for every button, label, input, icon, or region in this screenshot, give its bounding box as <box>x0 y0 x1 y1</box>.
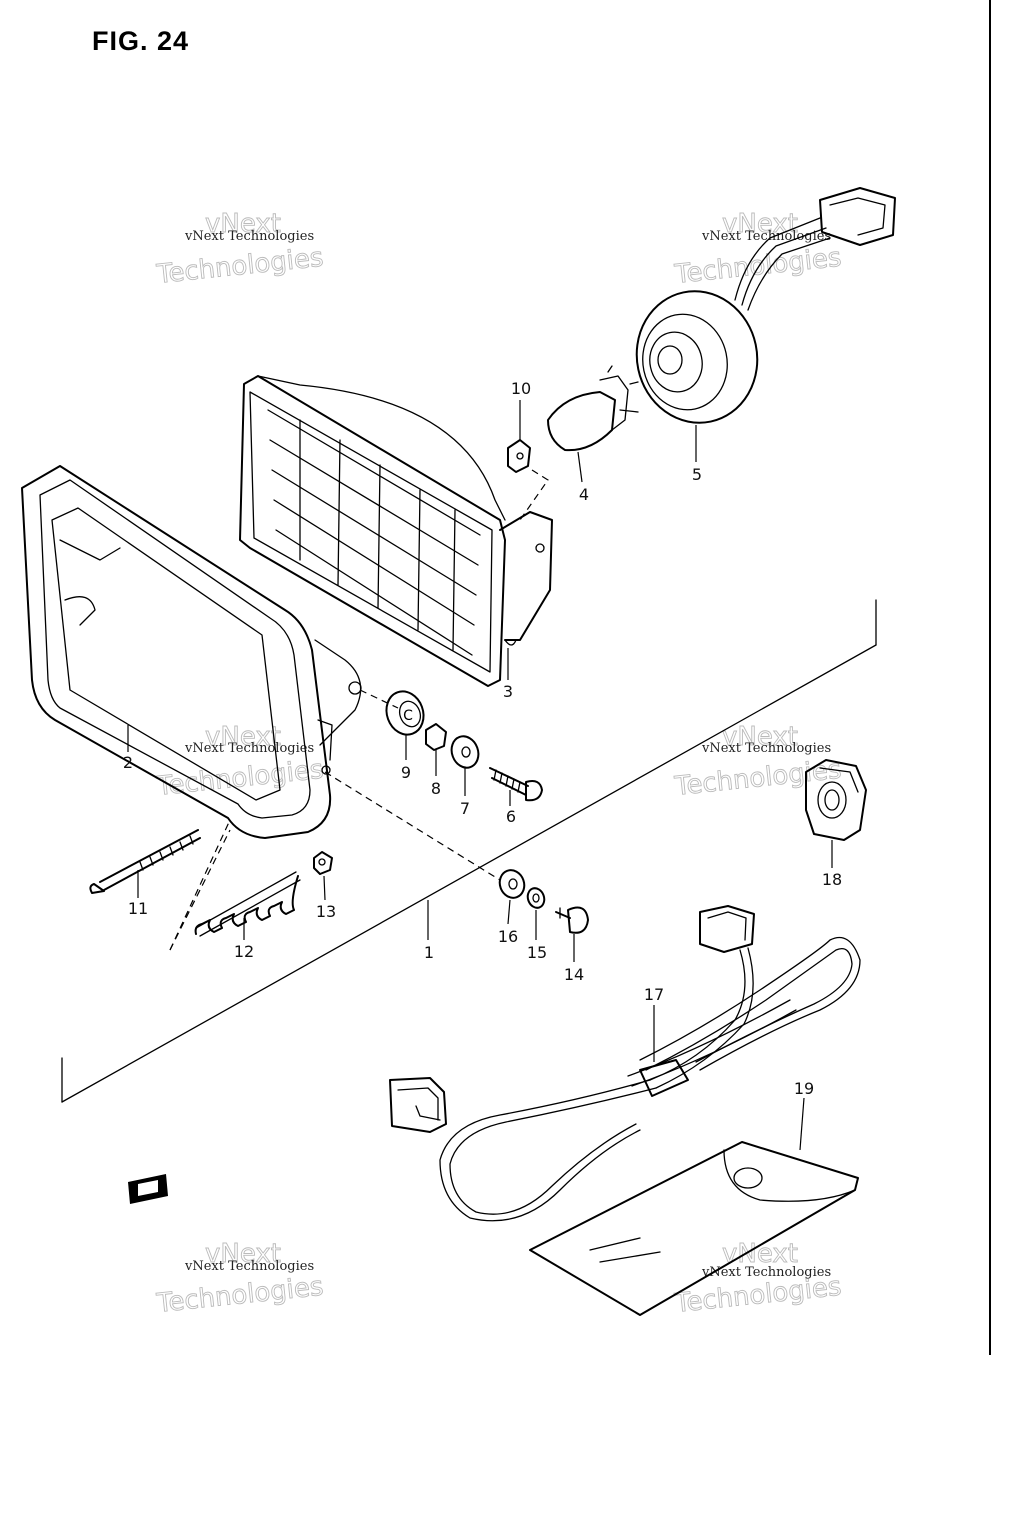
callout-15: 15 <box>527 943 547 962</box>
callout-13: 13 <box>316 902 336 921</box>
svg-text:vNext: vNext <box>205 722 281 752</box>
svg-text:vNext Technologies: vNext Technologies <box>184 1259 314 1274</box>
callout-5: 5 <box>692 465 702 484</box>
watermark-top-right: vNext Technologies vNext Technologies <box>672 209 843 291</box>
collar-8 <box>425 723 447 751</box>
svg-text:C: C <box>403 708 413 724</box>
logo-mark <box>128 1174 168 1204</box>
parts-bag <box>529 1141 859 1316</box>
svg-text:Technologies: Technologies <box>673 755 843 802</box>
nut-10 <box>507 439 531 473</box>
screw-6 <box>489 767 543 802</box>
svg-text:vNext Technologies: vNext Technologies <box>701 1265 831 1280</box>
svg-text:Technologies: Technologies <box>673 243 843 290</box>
lamp-unit <box>239 375 553 687</box>
leader-19 <box>799 1097 805 1151</box>
svg-text:vNext: vNext <box>722 209 798 239</box>
callout-1: 1 <box>424 943 434 962</box>
callout-2: 2 <box>123 753 133 772</box>
bulb-socket <box>635 187 896 424</box>
svg-text:vNext Technologies: vNext Technologies <box>701 741 831 756</box>
callout-7: 7 <box>460 799 470 818</box>
knob-screw-14 <box>555 906 589 934</box>
figure-title: FIG. 24 <box>92 26 190 56</box>
dash-line-nut-to-bracket <box>519 469 549 521</box>
watermark-top-left: vNext Technologies vNext Technologies <box>154 209 325 291</box>
svg-text:Technologies: Technologies <box>155 755 325 802</box>
spring-12 <box>194 871 301 937</box>
watermark-mid-right: vNext Technologies vNext Technologies <box>672 722 843 803</box>
callout-16: 16 <box>498 927 518 946</box>
washer-7 <box>450 735 480 769</box>
callout-14: 14 <box>564 965 584 984</box>
dash-line-rim-to-screw <box>324 771 501 881</box>
callout-17: 17 <box>644 985 664 1004</box>
svg-text:vNext Technologies: vNext Technologies <box>701 229 831 244</box>
leader-4 <box>577 451 583 483</box>
dash-line-spring-lower <box>169 829 231 951</box>
watermark-bottom-left: vNext Technologies vNext Technologies <box>154 1239 325 1320</box>
svg-text:vNext Technologies: vNext Technologies <box>184 229 314 244</box>
washer-16 <box>498 869 526 899</box>
callout-8: 8 <box>431 779 441 798</box>
callout-6: 6 <box>506 807 516 826</box>
grommet-9: C <box>385 690 425 736</box>
callout-18: 18 <box>822 870 842 889</box>
grommet-18 <box>805 759 867 841</box>
bolt-11 <box>89 829 201 894</box>
callout-10: 10 <box>511 379 531 398</box>
leader-16 <box>507 899 511 925</box>
svg-text:vNext: vNext <box>722 722 798 752</box>
callout-19: 19 <box>794 1079 814 1098</box>
svg-text:vNext: vNext <box>205 1239 281 1269</box>
callout-9: 9 <box>401 763 411 782</box>
lock-washer-15 <box>526 887 546 909</box>
callout-4: 4 <box>579 485 589 504</box>
callout-12: 12 <box>234 942 254 961</box>
nut-13 <box>313 851 333 875</box>
watermark-bottom-right: vNext Technologies vNext Technologies <box>672 1239 843 1320</box>
headlamp-rim <box>21 465 362 839</box>
bulb <box>547 365 639 452</box>
svg-text:vNext: vNext <box>205 209 281 239</box>
svg-text:Technologies: Technologies <box>155 1272 325 1319</box>
wiring-harness <box>389 905 861 1222</box>
svg-text:vNext Technologies: vNext Technologies <box>184 741 314 756</box>
callout-11: 11 <box>128 899 148 918</box>
svg-text:vNext: vNext <box>722 1239 798 1269</box>
leader-13 <box>323 875 326 901</box>
assembly-boundary <box>61 599 877 1103</box>
callout-3: 3 <box>503 682 513 701</box>
svg-text:Technologies: Technologies <box>155 243 325 290</box>
dash-line-rim-to-grommet <box>359 689 399 709</box>
